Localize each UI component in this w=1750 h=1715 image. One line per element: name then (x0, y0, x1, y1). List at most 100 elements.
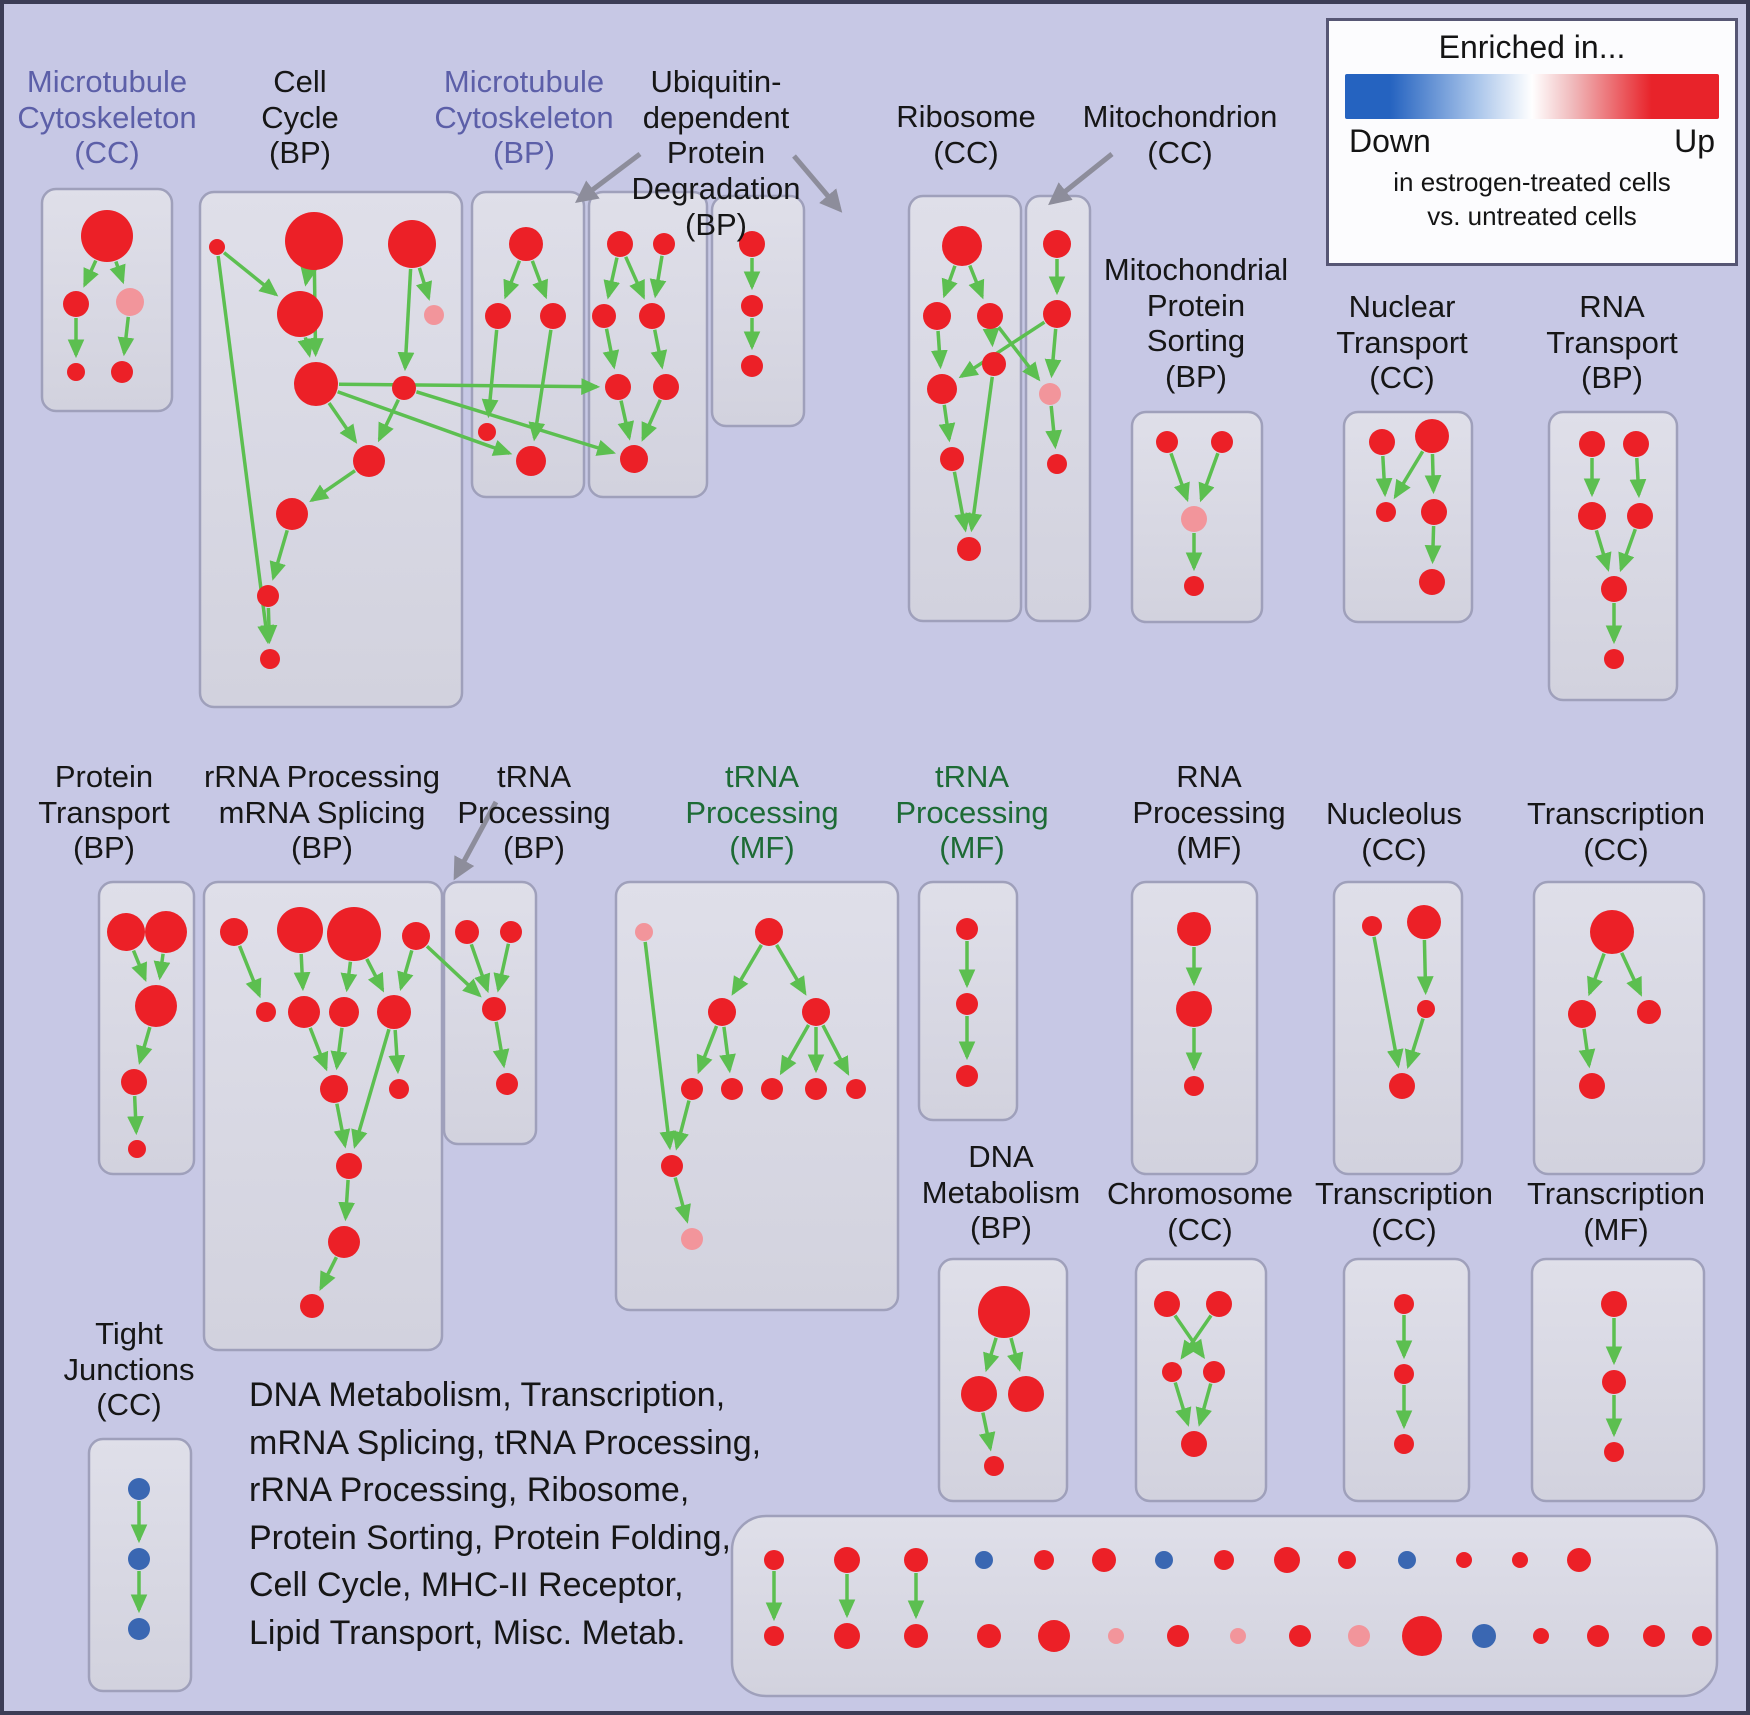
go-term-node (256, 1002, 276, 1022)
go-term-node (1568, 1000, 1596, 1028)
go-term-node (1184, 576, 1204, 596)
go-term-node (1376, 502, 1396, 522)
edge-arrow (351, 1028, 391, 1149)
edge-arrow (493, 943, 511, 993)
edge-arrow (1375, 455, 1393, 498)
label-nuclear-transport-cc: Nuclear Transport (CC) (1336, 289, 1468, 396)
go-term-node (377, 995, 411, 1029)
label-mitochondrial-protein-sorting-bp: Mitochondrial Protein Sorting (BP) (1103, 252, 1289, 394)
edge-arrow (617, 400, 635, 441)
edge-arrow (1629, 457, 1647, 499)
go-term-node (1627, 503, 1653, 529)
go-term-node (1214, 1550, 1234, 1570)
go-term-node (111, 361, 133, 383)
go-term-node (478, 423, 496, 441)
go-term-node (1643, 1625, 1665, 1647)
go-term-node (653, 233, 675, 255)
go-term-node (294, 362, 338, 406)
go-term-node (1206, 1291, 1232, 1317)
go-term-node (1167, 1625, 1189, 1647)
label-transcription-mf: Transcription (MF) (1526, 1176, 1706, 1247)
legend-subtitle-1: in estrogen-treated cells (1393, 167, 1671, 197)
go-term-node (1601, 1291, 1627, 1317)
edge-arrow (958, 320, 1046, 379)
go-term-node (1419, 569, 1445, 595)
go-term-node (327, 907, 381, 961)
go-term-node (1184, 1076, 1204, 1096)
go-term-node (1417, 1000, 1435, 1018)
go-term-node (1038, 1620, 1070, 1652)
cluster-box (470, 190, 586, 499)
edge-arrow (340, 961, 358, 993)
go-term-node (1394, 1434, 1414, 1454)
go-term-node (956, 993, 978, 1015)
go-term-node (681, 1228, 703, 1250)
go-term-node (761, 1078, 783, 1100)
edge-arrow (775, 944, 807, 996)
edge-arrow (650, 329, 668, 370)
go-term-node (1579, 1073, 1605, 1099)
go-term-node (942, 226, 982, 266)
go-term-node (402, 922, 430, 950)
go-term-node (635, 923, 653, 941)
edge-arrow (1594, 529, 1612, 572)
edge-arrow (719, 1026, 736, 1074)
go-term-node (1692, 1626, 1712, 1646)
go-term-node (1338, 1551, 1356, 1569)
label-trna-processing-bp: tRNA Processing (BP) (457, 759, 611, 866)
edge-arrow (127, 1095, 144, 1136)
go-term-node (128, 1548, 150, 1570)
edge-arrow (941, 265, 958, 299)
go-term-node (1181, 1431, 1207, 1457)
go-term-node (1394, 1364, 1414, 1384)
edge-arrow (327, 401, 358, 444)
edge-arrow (731, 944, 763, 996)
go-term-node (277, 907, 323, 953)
edge-arrow (337, 390, 513, 456)
go-term-node (277, 291, 323, 337)
cluster-box (1134, 1257, 1268, 1503)
go-term-node (805, 1078, 827, 1100)
edge-arrow (1173, 1314, 1205, 1359)
go-term-node (81, 210, 133, 262)
go-term-node (1162, 1362, 1182, 1382)
legend-up-label: Up (1674, 123, 1715, 159)
edge-arrow (952, 471, 971, 533)
label-rna-transport-bp: RNA Transport (BP) (1546, 289, 1678, 396)
edge-arrow (300, 266, 318, 287)
go-term-node (975, 1551, 993, 1569)
edge-arrow (1173, 1382, 1192, 1427)
go-term-node (1389, 1073, 1415, 1099)
go-term-node (328, 1226, 360, 1258)
go-term-node (708, 998, 736, 1026)
edge-arrow (397, 268, 415, 372)
go-term-node (620, 445, 648, 473)
edge-arrow (1044, 328, 1062, 379)
go-term-node (1092, 1548, 1116, 1572)
go-term-node (984, 1456, 1004, 1476)
go-term-node (496, 1073, 518, 1095)
legend-down-label: Down (1349, 123, 1431, 159)
edge-arrow (968, 264, 985, 300)
label-transcription-cc-bottom: Transcription (CC) (1314, 1176, 1494, 1247)
go-term-node (661, 1155, 683, 1177)
label-transcription-cc-mid: Transcription (CC) (1526, 796, 1706, 867)
annotation-arrow (453, 800, 499, 881)
legend-endpoint-labels: Down Up (1345, 123, 1719, 160)
go-term-node (846, 1079, 866, 1099)
go-term-node (67, 363, 85, 381)
go-term-node (1604, 1442, 1624, 1462)
edge-arrow (641, 399, 662, 442)
go-term-node (1579, 431, 1605, 457)
edge-arrow (216, 255, 275, 645)
edge-arrow (983, 1337, 1000, 1373)
edge-arrow (982, 327, 1000, 348)
go-term-node (285, 212, 343, 270)
go-term-node (605, 374, 631, 400)
go-term-node (741, 355, 763, 377)
go-term-node (764, 1626, 784, 1646)
label-microtubule-cytoskeleton-bp: Microtubule Cytoskeleton (BP) (434, 64, 614, 171)
legend-title: Enriched in... (1438, 29, 1626, 65)
edge-arrow (643, 941, 677, 1151)
edge-arrow (624, 256, 646, 300)
